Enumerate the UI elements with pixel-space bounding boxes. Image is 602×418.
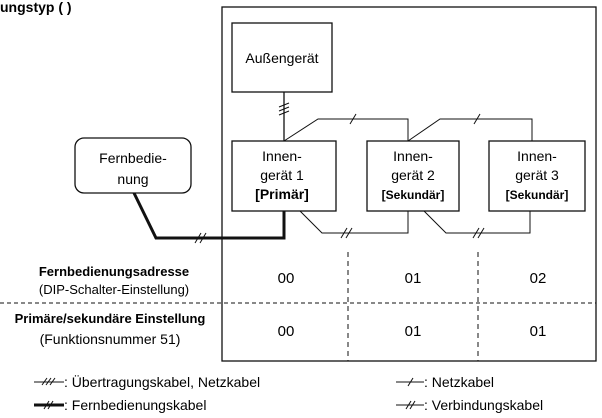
row-2-value-2: 01 [405,323,422,340]
indoor-unit-1-line2: gerät 1 [260,167,304,183]
connection-cable-2-3 [423,210,531,234]
row-2-subtitle: (Funktionsnummer 51) [40,331,181,347]
cable-mark-remote [194,232,207,244]
legend-symbol-power [396,377,424,387]
legend-symbol-remote [34,400,64,410]
indoor-unit-2-line2: gerät 2 [391,167,435,183]
power-cable-1-2 [283,118,409,142]
legend: : Übertragungskabel, Netzkabel : Fernbed… [34,373,543,413]
legend-text-transmission: : Übertragungskabel, Netzkabel [64,373,260,390]
cable-mark-single [349,113,481,125]
power-cable-2-3 [407,118,533,142]
remote-controller-box [74,137,192,194]
outdoor-unit-label: Außengerät [245,50,318,66]
row-1-title: Fernbedienungsadresse [39,264,189,279]
indoor-unit-1-box [231,140,337,212]
row-1-value-3: 02 [530,270,547,287]
row-2-value-3: 01 [530,323,547,340]
indoor-unit-3-line1: Innen- [517,148,557,164]
indoor-unit-2-box [366,140,460,212]
indoor-unit-3-line2: gerät 3 [515,167,559,183]
diagram-title: ungstyp ( ) [0,0,72,15]
cable-mark-double [340,227,485,239]
cable-mark-triple [278,102,290,116]
legend-text-power: : Netzkabel [424,374,494,390]
connection-cable-1-2 [299,210,409,234]
remote-label-line2: nung [117,171,148,187]
outdoor-unit-box [231,22,333,93]
indoor-unit-1-line1: Innen- [262,148,302,164]
legend-symbol-connection [396,400,424,410]
legend-symbol-transmission [34,377,64,386]
row-1-subtitle: (DIP-Schalter-Einstellung) [39,282,189,297]
row-1-value-1: 00 [278,270,295,287]
indoor-unit-1-role: [Primär] [255,186,309,202]
indoor-unit-2-line1: Innen- [393,148,433,164]
row-1-value-2: 01 [405,270,422,287]
indoor-unit-3-box [488,140,586,212]
legend-text-connection: : Verbindungskabel [424,397,543,413]
row-2-value-1: 00 [278,323,295,340]
indoor-unit-2-role: [Sekundär] [382,188,445,202]
remote-controller-cable [132,192,286,240]
legend-text-remote: : Fernbedienungskabel [64,397,206,413]
system-frame [221,6,597,362]
indoor-unit-3-role: [Sekundär] [506,188,569,202]
row-2-title: Primäre/sekundäre Einstellung [15,311,206,326]
remote-label-line1: Fernbedie- [99,150,167,166]
